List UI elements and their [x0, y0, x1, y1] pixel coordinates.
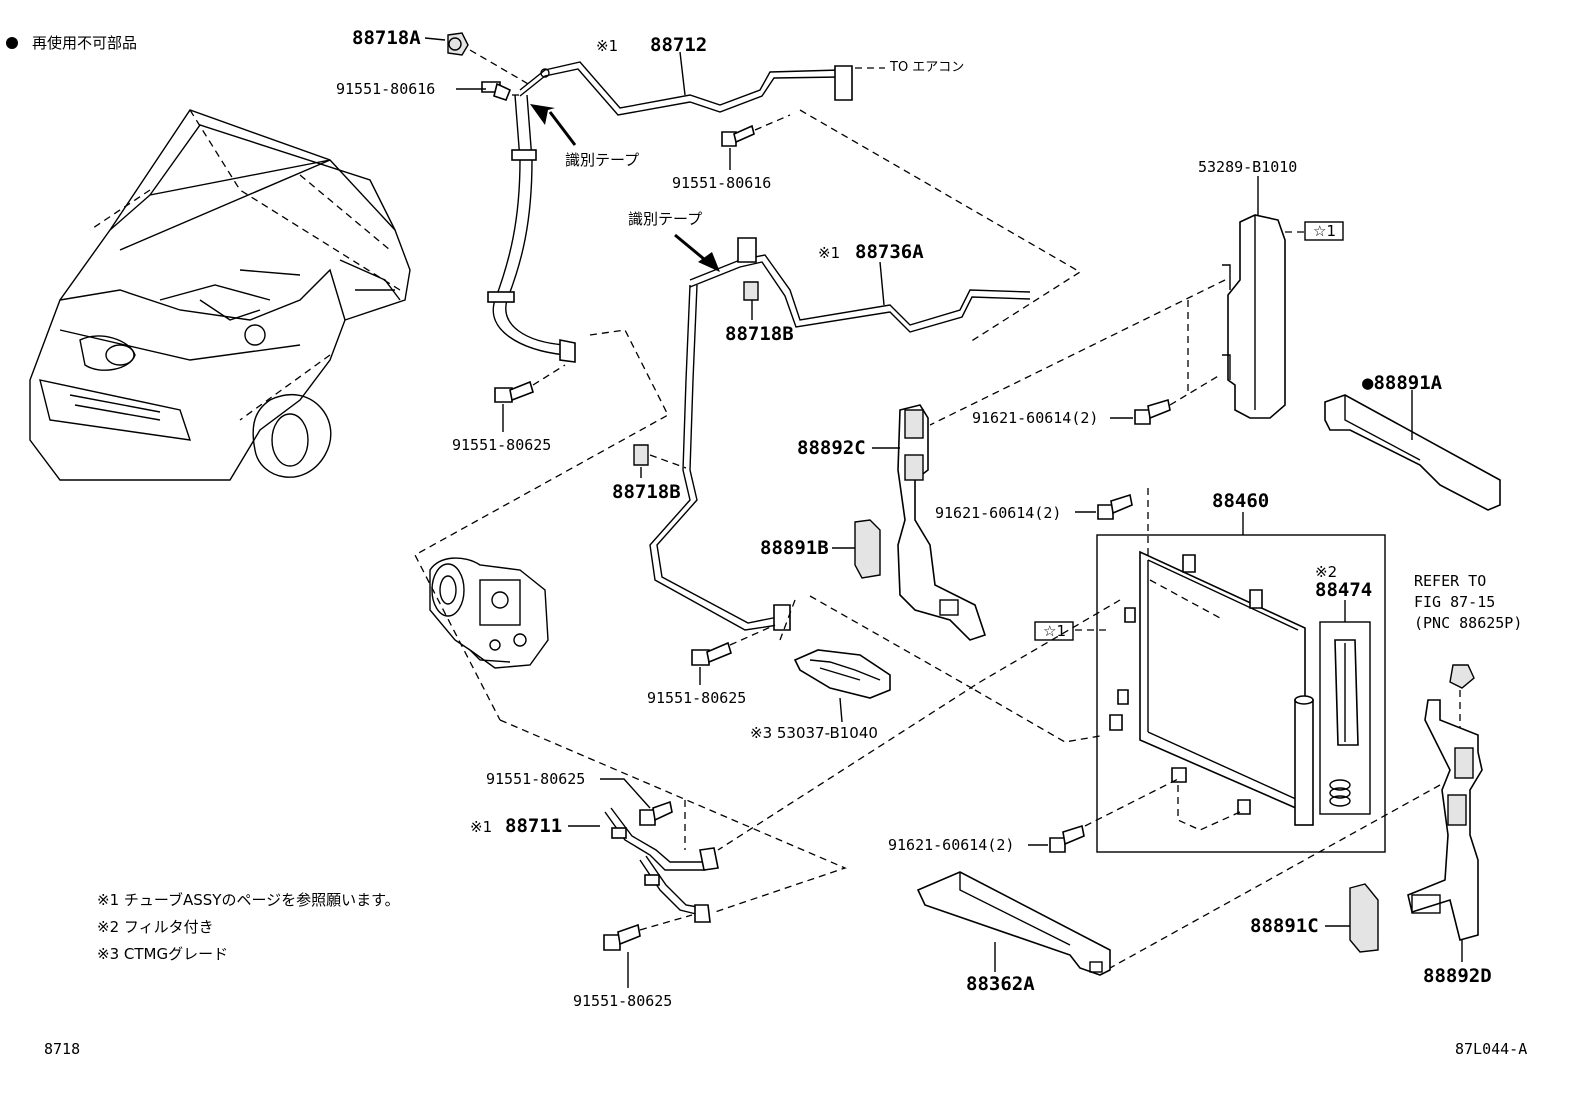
bolt-91621-60614-a [1134, 398, 1171, 425]
duct-53289-B1010 [1222, 214, 1286, 419]
label-88712-mark: ※1 [596, 37, 618, 55]
condenser-assembly-box [1096, 534, 1386, 853]
label-88736A-mark: ※1 [818, 244, 840, 262]
label-88891C: 88891C [1250, 915, 1319, 937]
bolt-91551-80616-a [481, 81, 512, 101]
label-88711-mark: ※1 [470, 818, 492, 836]
vehicle-illustration [29, 109, 411, 481]
label-91621-60614-b: 91621-60614(2) [935, 504, 1061, 522]
bracket-88892C [897, 404, 987, 641]
label-91621-60614-a: 91621-60614(2) [972, 409, 1098, 427]
label-91551-80625-c: 91551-80625 [486, 770, 585, 788]
tube-88711 [604, 807, 719, 923]
part-88891B [854, 519, 881, 579]
label-88892C: 88892C [797, 437, 866, 459]
label-88892D: 88892D [1423, 965, 1492, 987]
condenser-88460 [1109, 550, 1314, 826]
label-53289-B1010: 53289-B1010 [1198, 158, 1297, 176]
label-88362A: 88362A [966, 973, 1035, 995]
part-88718A [447, 32, 469, 56]
tape-arrow-icon [530, 104, 575, 145]
filter-88474 [1319, 621, 1371, 815]
label-tape-b: 識別テープ [628, 210, 702, 228]
label-88891B: 88891B [760, 537, 829, 559]
label-91551-80616-a: 91551-80616 [336, 80, 435, 98]
legend-bullet-text: 再使用不可部品 [32, 34, 137, 52]
part-88891A [1324, 394, 1501, 511]
label-88474-mark: ※2 [1315, 563, 1337, 581]
star1-box-b [1034, 621, 1074, 641]
label-88736A: 88736A [855, 241, 924, 263]
clip-88625P [1449, 664, 1475, 689]
label-88891A: ●88891A [1362, 372, 1443, 394]
page-code: 8718 [44, 1040, 80, 1058]
label-star1-a: ☆1 [1313, 222, 1336, 240]
part-88362A [916, 871, 1111, 976]
bolt-91551-80616-b [721, 124, 755, 147]
label-to-aircon: TO エアコン [889, 60, 964, 75]
bolt-91551-80625-c [639, 800, 673, 826]
label-88711: 88711 [505, 815, 562, 837]
label-88718B-a: 88718B [725, 323, 794, 345]
compressor [429, 557, 549, 669]
footnote-2: ※2 フィルタ付き [97, 918, 214, 936]
tube-88736A [649, 237, 1031, 631]
part-88891C [1349, 883, 1379, 953]
footnote-1: ※1 チューブASSYのページを参照願います。 [97, 891, 400, 909]
footnote-3: ※3 CTMGグレード [97, 945, 228, 963]
tube-88712 [519, 61, 853, 116]
non-reusable-bullet-icon [6, 37, 18, 49]
label-88474: 88474 [1315, 579, 1372, 601]
label-91621-60614-c: 91621-60614(2) [888, 836, 1014, 854]
label-refer-1: REFER TO [1414, 572, 1486, 590]
label-91551-80625-d: 91551-80625 [573, 992, 672, 1010]
bracket-88892D [1407, 699, 1483, 941]
star1-box-a [1304, 221, 1344, 241]
part-53037-B1040 [793, 649, 891, 699]
label-88460: 88460 [1212, 490, 1269, 512]
label-88712: 88712 [650, 34, 707, 56]
label-53037-B1040: ※3 53037-B1040 [750, 724, 878, 742]
part-88718B-lower [633, 444, 649, 466]
bolt-91551-80625-d [603, 923, 641, 951]
bolt-91551-80625-b [691, 641, 732, 666]
label-refer-2: FIG 87-15 [1414, 593, 1495, 611]
label-91551-80625-b: 91551-80625 [647, 689, 746, 707]
label-star1-b: ☆1 [1043, 622, 1066, 640]
bolt-91551-80625-a [494, 380, 534, 403]
bolt-91621-60614-b [1097, 493, 1133, 520]
figure-code: 87L044-A [1455, 1040, 1527, 1058]
label-refer-3: (PNC 88625P) [1414, 614, 1522, 632]
label-91551-80616-b: 91551-80616 [672, 174, 771, 192]
label-91551-80625-a: 91551-80625 [452, 436, 551, 454]
bolt-91621-60614-c [1049, 824, 1085, 853]
label-88718A: 88718A [352, 27, 421, 49]
hose-88712-down [487, 94, 576, 363]
label-88718B-b: 88718B [612, 481, 681, 503]
label-tape-a: 識別テープ [565, 151, 639, 169]
